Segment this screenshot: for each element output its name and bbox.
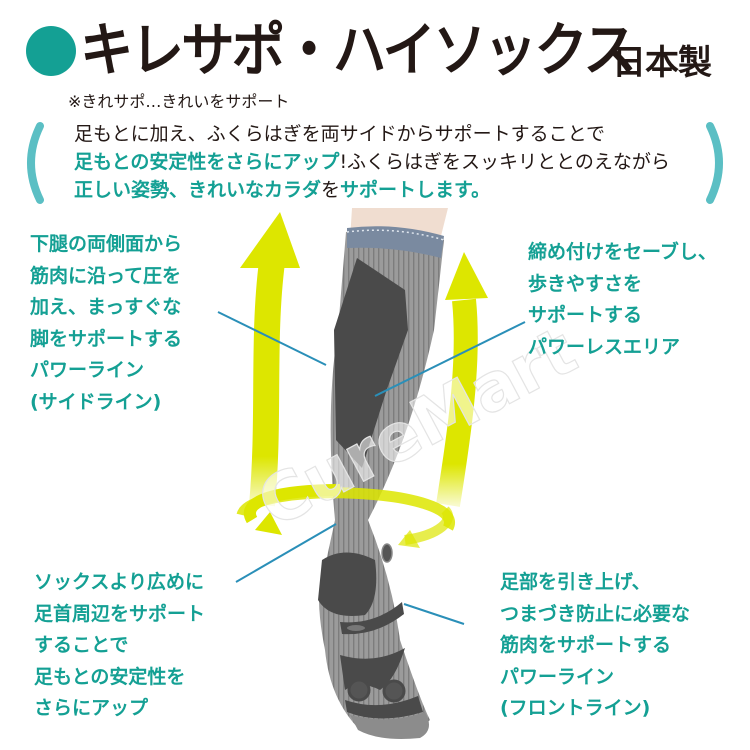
callout-line: 歩きやすさを (528, 272, 643, 295)
callout-line: ソックスより広めに (34, 571, 205, 593)
callout-line: (サイドライン) (30, 390, 162, 413)
callout-line: 締め付けをセーブし、 (528, 241, 717, 263)
intro-text-rest: !ふくらはぎをスッキリととのえながら (339, 151, 670, 173)
intro-text: 足もとに加え、ふくらはぎを両サイドからサポートすることで 足もとの安定性をさらに… (74, 120, 694, 204)
arrow-up-left-icon (240, 212, 300, 507)
made-in-japan-label: 日本製 (612, 43, 712, 83)
leader-line-front (403, 603, 465, 625)
callout-side-line: 下腿の両側面から 筋肉に沿って圧を 加え、まっすぐな 脚をサポートする パワーラ… (30, 229, 182, 418)
left-bracket-icon (27, 122, 44, 204)
callout-line: つまづき防止に必要な (500, 602, 691, 625)
right-bracket-icon (706, 122, 723, 204)
callout-line: パワーライン (500, 665, 615, 688)
callout-line: 脚をサポートする (30, 327, 183, 350)
callout-line: 加え、まっすぐな (30, 296, 182, 318)
intro-line-2: 足もとの安定性をさらにアップ!ふくらはぎをスッキリととのえながら (74, 148, 694, 176)
callout-ankle: ソックスより広めに 足首周辺をサポート することで 足もとの安定性を さらにアッ… (34, 567, 205, 725)
product-title: キレサポ・ハイソックス (80, 16, 637, 84)
leader-line-side (217, 311, 327, 366)
calf-panel (334, 258, 408, 468)
leader-line-ankle (235, 523, 337, 583)
intro-line-3: 正しい姿勢、きれいなカラダをサポートします。 (74, 176, 694, 204)
intro-line-1: 足もとに加え、ふくらはぎを両サイドからサポートすることで (74, 123, 606, 145)
intro-text-rest: を (321, 179, 341, 201)
leader-line-powerless (374, 321, 526, 397)
callout-line: 足首周辺をサポート (34, 602, 206, 625)
callout-line: 筋肉に沿って圧を (30, 264, 182, 287)
intro-highlight: 正しい姿勢、きれいなカラダ (74, 179, 322, 201)
sock-foot (319, 520, 430, 734)
title-bullet-icon (26, 26, 76, 76)
intro-highlight: サポートします。 (340, 179, 491, 201)
callout-line: することで (34, 634, 129, 656)
callout-line: 足部を引き上げ、 (500, 571, 651, 593)
callout-line: サポートする (528, 304, 643, 326)
arrow-up-right-icon (436, 252, 488, 507)
sock-cuff (347, 226, 444, 258)
sock-leg (330, 229, 444, 521)
callout-line: さらにアップ (34, 697, 149, 719)
callout-front-line: 足部を引き上げ、 つまづき防止に必要な 筋肉をサポートする パワーライン (フロ… (500, 567, 690, 725)
callout-line: (フロントライン) (500, 697, 651, 719)
callout-line: 筋肉をサポートする (500, 634, 672, 656)
intro-highlight: 足もとの安定性をさらにアップ (74, 151, 340, 173)
callout-powerless-area: 締め付けをセーブし、 歩きやすさを サポートする パワーレスエリア (528, 237, 717, 363)
leg-skin (350, 208, 448, 240)
name-note: ※きれサポ…きれいをサポート (68, 92, 290, 111)
callout-line: 足もとの安定性を (34, 665, 186, 688)
heel-panel (318, 552, 377, 616)
rotation-arrow-icon (236, 487, 455, 531)
callout-line: 下腿の両側面から (30, 233, 183, 255)
callout-line: パワーレスエリア (528, 335, 681, 358)
callout-line: パワーライン (30, 359, 145, 381)
